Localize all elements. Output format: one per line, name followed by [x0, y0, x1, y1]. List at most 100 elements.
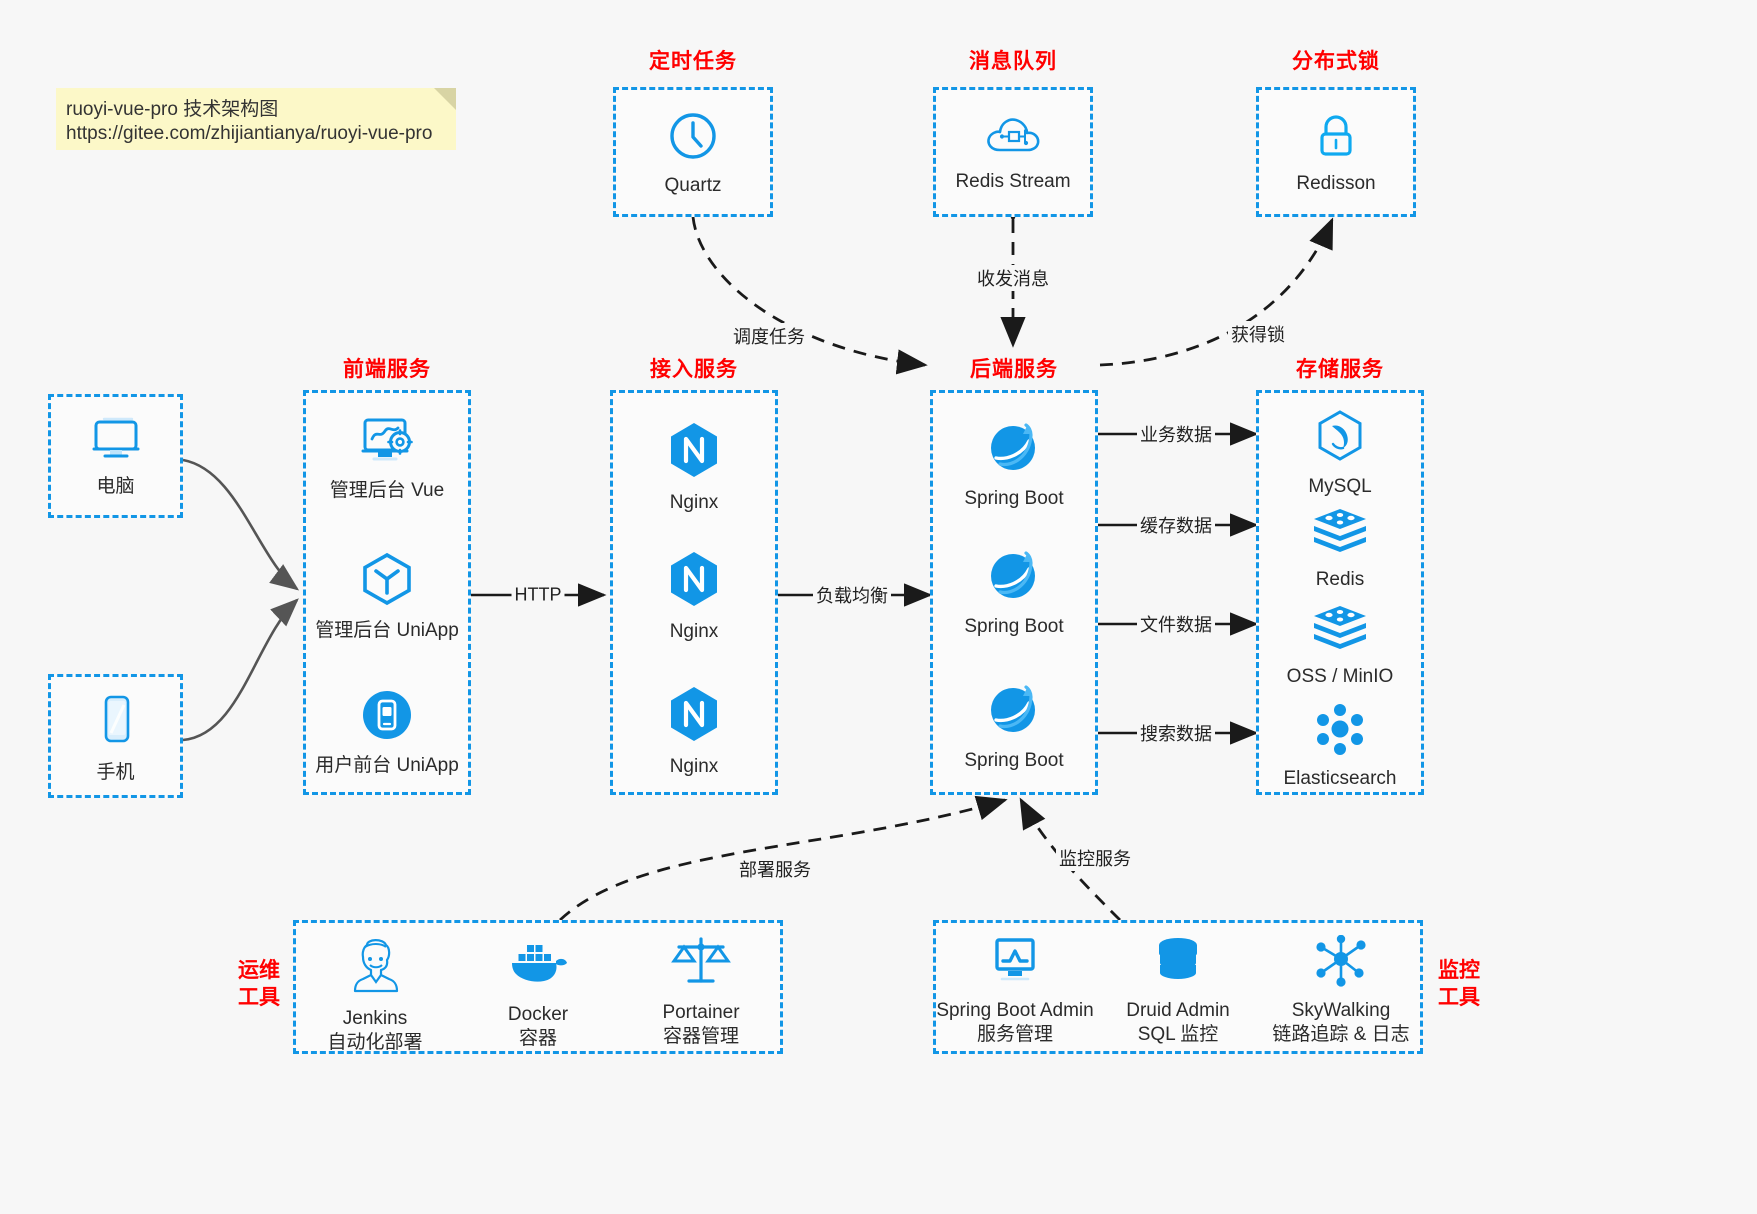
- node-sublabel: 自动化部署: [327, 1031, 423, 1053]
- group-title-distributed-lock: 分布式锁: [1292, 50, 1380, 73]
- cloud-network-icon: [984, 112, 1042, 163]
- node-label: Portainer: [662, 1002, 740, 1023]
- edge-label-file-data: 文件数据: [1137, 611, 1215, 637]
- node-redisson[interactable]: Redisson: [1259, 112, 1413, 196]
- jenkins-butler-icon: [345, 935, 405, 1000]
- node-jenkins[interactable]: Jenkins 自动化部署: [133, 935, 617, 1055]
- group-title-devops: 运维 工具: [228, 958, 290, 1012]
- note-line-1: ruoyi-vue-pro 技术架构图: [66, 99, 279, 120]
- hexagon-cube-icon: [359, 551, 415, 612]
- group-frontend-services[interactable]: 管理后台 Vue 管理后台 UniApp 用户前台 U: [303, 390, 471, 795]
- edge-label-schedule-task: 调度任务: [730, 323, 808, 349]
- spring-boot-icon: [986, 547, 1042, 608]
- node-label: 手机: [96, 762, 135, 783]
- node-spring-boot-admin[interactable]: Spring Boot Admin 服务管理: [773, 935, 1257, 1047]
- node-label: Jenkins: [342, 1008, 408, 1029]
- node-computer[interactable]: 电脑: [51, 415, 180, 499]
- node-label: Nginx: [669, 756, 719, 777]
- group-scheduled-task[interactable]: Quartz: [613, 87, 773, 217]
- docker-whale-icon: [506, 935, 570, 996]
- node-spring-boot-3[interactable]: Spring Boot: [933, 681, 1095, 773]
- nginx-icon: [667, 685, 721, 748]
- node-elasticsearch[interactable]: Elasticsearch: [1259, 703, 1421, 791]
- mobile-app-icon: [360, 688, 414, 747]
- node-redis[interactable]: Redis: [1259, 506, 1421, 592]
- node-oss-minio[interactable]: OSS / MinIO: [1259, 603, 1421, 689]
- node-admin-uniapp[interactable]: 管理后台 UniApp: [306, 551, 468, 643]
- node-phone[interactable]: 手机: [51, 693, 180, 785]
- node-label: OSS / MinIO: [1286, 666, 1394, 687]
- note-fold-corner: [434, 88, 456, 110]
- node-docker[interactable]: Docker 容器: [296, 935, 780, 1051]
- group-backend-services[interactable]: Spring Boot Spring Boot: [930, 390, 1098, 795]
- node-skywalking[interactable]: SkyWalking 链路追踪 & 日志: [1099, 934, 1583, 1047]
- group-client-desktop[interactable]: 电脑: [48, 394, 183, 518]
- node-spring-boot-2[interactable]: Spring Boot: [933, 547, 1095, 639]
- edge-label-load-balance: 负载均衡: [813, 582, 891, 608]
- elasticsearch-icon: [1313, 703, 1367, 760]
- nginx-icon: [667, 550, 721, 613]
- node-label: 管理后台 Vue: [329, 480, 445, 501]
- group-title-storage: 存储服务: [1296, 358, 1384, 381]
- node-label: Docker: [507, 1004, 569, 1025]
- node-mysql[interactable]: MySQL: [1259, 409, 1421, 499]
- edge-label-cache-data: 缓存数据: [1137, 512, 1215, 538]
- node-spring-boot-1[interactable]: Spring Boot: [933, 419, 1095, 511]
- node-label: Nginx: [669, 492, 719, 513]
- nginx-icon: [667, 421, 721, 484]
- node-label: MySQL: [1308, 476, 1372, 497]
- node-label: 电脑: [96, 476, 135, 497]
- edge-label-search-data: 搜索数据: [1137, 720, 1215, 746]
- node-nginx-2[interactable]: Nginx: [613, 550, 775, 644]
- network-nodes-icon: [1313, 934, 1369, 992]
- group-client-mobile[interactable]: 手机: [48, 674, 183, 798]
- group-message-queue[interactable]: Redis Stream: [933, 87, 1093, 217]
- node-label: Spring Boot: [964, 750, 1064, 771]
- edge-label-acquire-lock: 获得锁: [1228, 321, 1288, 347]
- devops-title-line-2: 工具: [238, 985, 280, 1009]
- devops-title-line-1: 运维: [238, 959, 280, 982]
- node-label: Elasticsearch: [1283, 768, 1397, 789]
- node-label: Redisson: [1296, 173, 1376, 194]
- group-title-scheduled-task: 定时任务: [649, 50, 737, 73]
- note-line-2: https://gitee.com/zhijiantianya/ruoyi-vu…: [66, 123, 433, 144]
- node-admin-vue[interactable]: 管理后台 Vue: [306, 415, 468, 503]
- node-nginx-1[interactable]: Nginx: [613, 421, 775, 515]
- group-devops-tools[interactable]: Jenkins 自动化部署 Docker 容器: [293, 920, 783, 1054]
- group-title-message-queue: 消息队列: [969, 50, 1057, 73]
- node-sublabel: SQL 监控: [1137, 1023, 1219, 1045]
- node-label: Redis: [1315, 569, 1365, 590]
- group-storage-services[interactable]: MySQL Redis: [1256, 390, 1424, 795]
- node-redis-stream[interactable]: Redis Stream: [936, 112, 1090, 194]
- edge-label-business-data: 业务数据: [1137, 421, 1215, 447]
- node-label: Spring Boot: [964, 488, 1064, 509]
- node-nginx-3[interactable]: Nginx: [613, 685, 775, 779]
- monitoring-title-line-1: 监控: [1438, 959, 1480, 982]
- node-label: Druid Admin: [1126, 1000, 1230, 1021]
- node-quartz[interactable]: Quartz: [616, 110, 770, 198]
- group-monitoring-tools[interactable]: Spring Boot Admin 服务管理 Druid Admin SQL 监…: [933, 920, 1423, 1054]
- object-storage-icon: [1311, 603, 1369, 658]
- desktop-monitor-icon: [88, 415, 144, 468]
- node-sublabel: 容器: [518, 1027, 557, 1049]
- node-label: 用户前台 UniApp: [315, 755, 459, 776]
- group-title-monitoring: 监控 工具: [1428, 958, 1490, 1012]
- group-gateway-services[interactable]: Nginx Nginx Nginx: [610, 390, 778, 795]
- node-label: 管理后台 UniApp: [315, 620, 459, 641]
- node-sublabel: 容器管理: [662, 1025, 739, 1047]
- spring-boot-icon: [986, 681, 1042, 742]
- scales-icon: [671, 933, 731, 994]
- database-stack-icon: [1151, 935, 1205, 992]
- mysql-dolphin-icon: [1314, 409, 1366, 468]
- node-user-uniapp[interactable]: 用户前台 UniApp: [306, 688, 468, 778]
- node-label: SkyWalking: [1291, 1000, 1391, 1021]
- node-portainer[interactable]: Portainer 容器管理: [459, 933, 943, 1049]
- mobile-phone-icon: [95, 693, 137, 754]
- group-distributed-lock[interactable]: Redisson: [1256, 87, 1416, 217]
- dashboard-gear-icon: [358, 415, 416, 472]
- node-druid-admin[interactable]: Druid Admin SQL 监控: [936, 935, 1420, 1047]
- node-sublabel: 链路追踪 & 日志: [1272, 1023, 1410, 1045]
- edge-label-send-receive-message: 收发消息: [974, 265, 1052, 291]
- node-label: Spring Boot Admin: [936, 1000, 1094, 1021]
